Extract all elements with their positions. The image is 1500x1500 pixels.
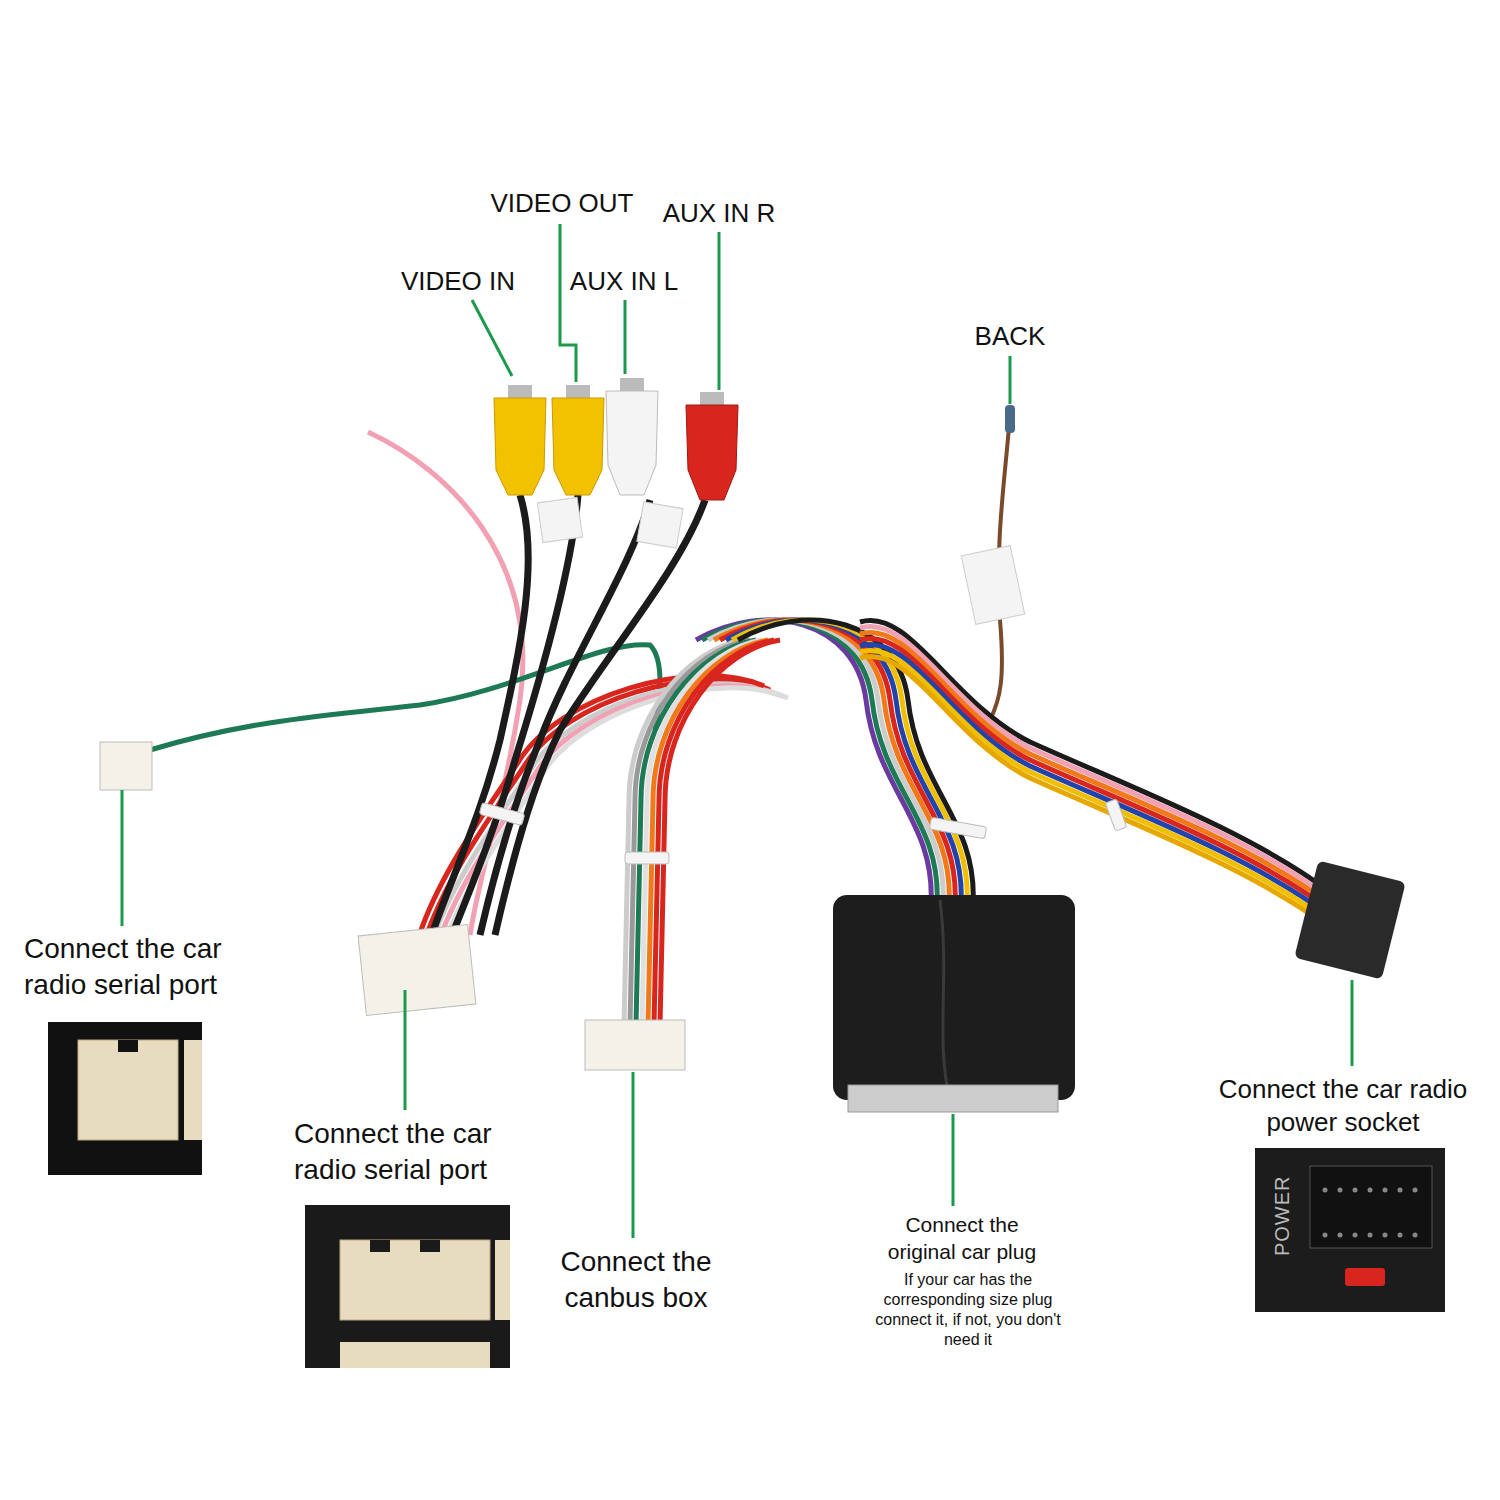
power-wire-bundle: [860, 620, 1330, 928]
back-wire-end: [1005, 405, 1015, 433]
callout-label: Connect the canbus box: [531, 1244, 741, 1316]
photo-ground: [1255, 1148, 1445, 1312]
foam-plug: [833, 895, 1075, 1100]
leader-line: [1009, 356, 1012, 404]
rca-plug-yellow: [494, 385, 546, 495]
photo-ground: [48, 1022, 202, 1175]
leader-lines: [122, 224, 1352, 1238]
callout-label: Connect the car radio power socket: [1193, 1073, 1493, 1140]
plug-tip: [620, 378, 644, 392]
canbus-connector: [585, 1020, 685, 1070]
wire: [443, 688, 788, 948]
panel-marking: POWER: [1270, 1161, 1296, 1271]
port-key: [420, 1240, 440, 1252]
callout-label: Connect the car radio serial port: [294, 1116, 552, 1188]
cable-tie: [625, 852, 669, 864]
leader-line: [404, 990, 407, 1110]
leader-line: [121, 790, 124, 926]
plug-body: [606, 391, 658, 495]
serial-port-photo: [305, 1205, 510, 1368]
canbus-wire-bundle: [624, 640, 780, 1025]
callout-label: BACK: [950, 320, 1070, 353]
callout-label: VIDEO OUT: [477, 187, 647, 220]
cable: [450, 495, 578, 940]
plug-body: [552, 398, 604, 495]
wire: [654, 640, 774, 1025]
leader-line: [718, 232, 721, 390]
cable-ties: [479, 799, 1127, 864]
leader-line: [472, 300, 512, 376]
leader-line: [952, 1114, 955, 1206]
leader-line: [1351, 980, 1354, 1066]
photo-ground: [305, 1205, 510, 1368]
rca-plug-yellow: [552, 385, 604, 495]
serial-wire-bundle: [419, 676, 788, 948]
wire-tag: [637, 502, 683, 548]
callout-label: If your car has the corresponding size p…: [870, 1270, 1066, 1350]
port: [184, 1040, 202, 1140]
plug-body: [686, 405, 738, 500]
callout-label: Connect the original car plug: [869, 1212, 1055, 1266]
leader-line: [632, 1072, 635, 1238]
rca-plug-white: [606, 378, 658, 495]
plug-tip: [700, 392, 724, 406]
wire-tag: [537, 497, 582, 542]
callout-label: AUX IN L: [554, 265, 694, 298]
callout-label: VIDEO IN: [383, 265, 533, 298]
wire: [660, 640, 780, 1025]
port: [340, 1342, 490, 1368]
port-key: [370, 1240, 390, 1252]
callout-label: AUX IN R: [644, 197, 794, 230]
callout-label: Connect the car radio serial port: [24, 931, 282, 1003]
wire: [860, 656, 1330, 928]
serial-connector: [358, 924, 476, 1015]
cable-tie: [929, 817, 986, 839]
plug-tip: [508, 385, 532, 399]
port: [340, 1240, 490, 1320]
plug-plate: [848, 1085, 1058, 1112]
plug-tip: [566, 385, 590, 399]
cable-tie: [1105, 799, 1127, 831]
port: [78, 1040, 178, 1140]
power-socket-photo: [1255, 1148, 1445, 1312]
foam-seam: [940, 900, 950, 1100]
port: [495, 1240, 510, 1320]
socket: [1310, 1166, 1432, 1248]
fuse: [1345, 1268, 1385, 1286]
small-connector: [100, 742, 152, 790]
port-key: [118, 1040, 138, 1052]
iso-connector: [1294, 861, 1406, 980]
rca-plugs: [494, 378, 738, 548]
wire-tag: [961, 546, 1024, 625]
socket-pins: [1323, 1188, 1418, 1238]
rca-plug-red: [686, 392, 738, 500]
plug-body: [494, 398, 546, 495]
cable-tie: [479, 803, 525, 826]
serial-port-photo: [48, 1022, 202, 1175]
leader-line: [560, 224, 576, 382]
leader-line: [624, 300, 627, 374]
